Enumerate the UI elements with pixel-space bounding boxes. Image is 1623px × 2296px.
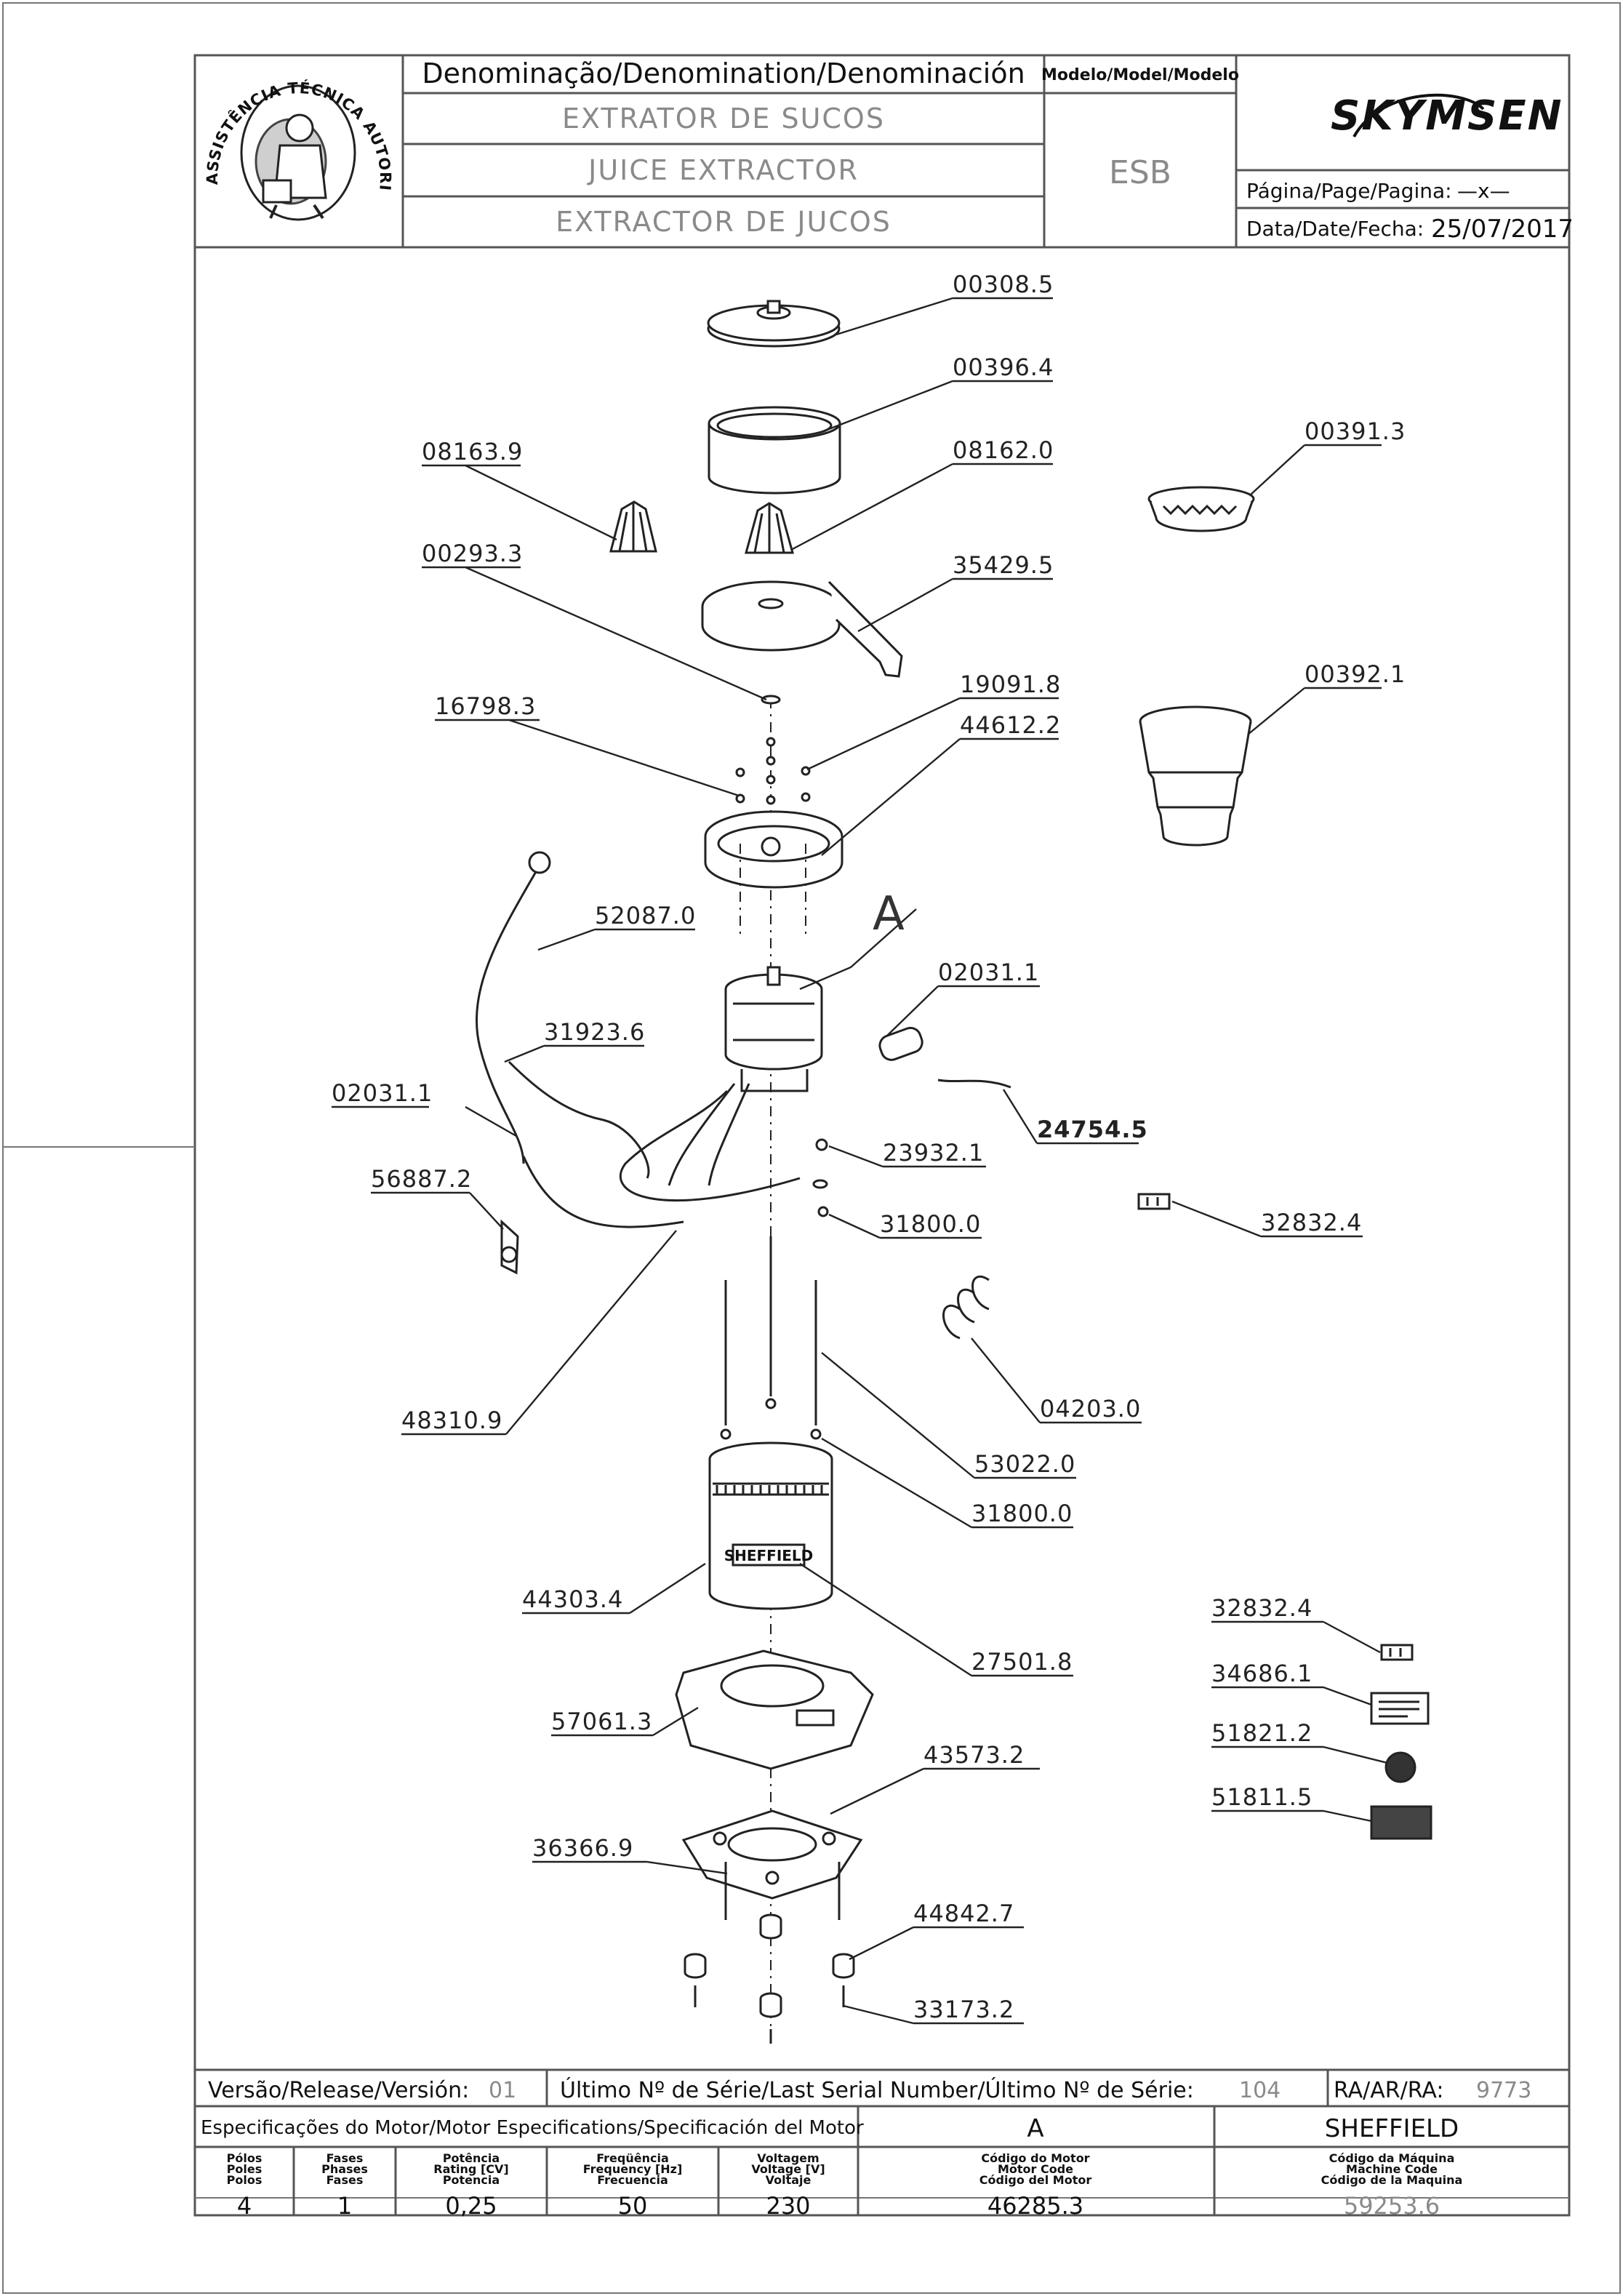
ra-value: 9773 [1476, 2078, 1531, 2103]
page-label: Página/Page/Pagina: [1246, 179, 1452, 203]
name-es: EXTRACTOR DE JUCOS [556, 206, 891, 238]
spec-column-label: Código de la Maquina [1321, 2173, 1463, 2187]
part-label: 24754.5 [1037, 1116, 1148, 1143]
spec-column-value: 4 [237, 2192, 252, 2220]
spec-column-label: Código da Máquina [1329, 2151, 1455, 2165]
part-label: 44303.4 [522, 1585, 623, 1613]
part-label: 23932.1 [883, 1139, 984, 1167]
spec-column-value: 46285.3 [987, 2192, 1083, 2220]
release-label: Versão/Release/Versión: [208, 2078, 469, 2103]
name-en: JUICE EXTRACTOR [587, 154, 859, 186]
part-label: 52087.0 [595, 902, 696, 929]
part-label: 44842.7 [913, 1900, 1014, 1927]
spec-column-label: Fases [326, 2173, 364, 2187]
spec-column-label: Polos [227, 2173, 263, 2187]
part-label: 36366.9 [532, 1834, 633, 1862]
serial-label: Último Nº de Série/Last Serial Number/Úl… [560, 2076, 1194, 2103]
spec-column-value: 0,25 [445, 2192, 497, 2220]
motor-brand: SHEFFIELD [1325, 2114, 1459, 2143]
denomination-header: Denominação/Denomination/Denominación [422, 57, 1025, 89]
skymsen-logo: SKYMSEN [1331, 92, 1563, 140]
part-label: 04203.0 [1040, 1395, 1141, 1423]
part-label: 31800.0 [971, 1500, 1073, 1527]
spec-column-label: Potencia [443, 2173, 500, 2187]
part-label: 43573.2 [923, 1741, 1025, 1769]
spec-column-label: Voltaje [766, 2173, 812, 2187]
spec-column-label: Motor Code [998, 2162, 1073, 2176]
spec-column-label: Potência [443, 2151, 500, 2165]
part-label: 32832.4 [1261, 1209, 1362, 1236]
spec-column-label: Poles [227, 2162, 263, 2176]
spec-column-label: Voltagem [757, 2151, 819, 2165]
part-label: 00293.3 [422, 540, 523, 567]
motor-letter: A [873, 887, 905, 941]
part-label: 19091.8 [960, 671, 1061, 698]
spec-column-label: Frequency [Hz] [583, 2162, 683, 2176]
part-labels: 00308.5 00396.4 08163.9 08162.0 00391.3 … [332, 271, 1406, 2023]
release-value: 01 [489, 2078, 516, 2103]
page-value: —x— [1457, 179, 1510, 203]
part-label: 02031.1 [332, 1079, 433, 1107]
title-block: ASSISTÊNCIA TÉCNICA AUTORIZADA Denominaç… [0, 0, 1574, 249]
spec-column-value: 230 [766, 2192, 810, 2220]
part-label: 32832.4 [1211, 1594, 1313, 1622]
part-label: 57061.3 [551, 1708, 652, 1735]
drawing-frame [193, 54, 1571, 2217]
spec-column-value: 1 [337, 2192, 352, 2220]
name-pt: EXTRATOR DE SUCOS [562, 103, 885, 135]
part-label: 53022.0 [974, 1450, 1075, 1478]
part-label: 51811.5 [1211, 1783, 1313, 1811]
spec-header: Especificações do Motor/Motor Especifica… [201, 2117, 864, 2139]
spec-column-label: Rating [CV] [433, 2162, 508, 2176]
part-label: 00308.5 [953, 271, 1054, 298]
spec-column-label: Freqüência [596, 2151, 669, 2165]
part-label: 00391.3 [1305, 417, 1406, 445]
part-label: 48310.9 [401, 1407, 502, 1434]
model-value: ESB [1109, 154, 1171, 191]
model-header: Modelo/Model/Modelo [1041, 66, 1239, 84]
part-label: 31923.6 [544, 1018, 645, 1046]
assistencia-tecnica-badge: ASSISTÊNCIA TÉCNICA AUTORIZADA [0, 0, 393, 221]
part-label: 51821.2 [1211, 1719, 1313, 1747]
spec-column-value: 50 [618, 2192, 648, 2220]
spec-column-label: Voltage [V] [751, 2162, 825, 2176]
part-label: 02031.1 [938, 959, 1039, 986]
spec-column-label: Fases [326, 2151, 364, 2165]
spec-column-value: 59253.6 [1344, 2192, 1440, 2220]
spec-column-label: Código do Motor [981, 2151, 1089, 2165]
part-label: 08163.9 [422, 438, 523, 465]
part-label: 34686.1 [1211, 1660, 1313, 1687]
date-label: Data/Date/Fecha: [1246, 217, 1424, 241]
motor-type: A [1027, 2114, 1043, 2143]
leader-lines [332, 297, 1388, 2025]
spec-column-label: Frecuencia [597, 2173, 668, 2187]
part-label: 16798.3 [435, 692, 536, 720]
ra-label: RA/AR/RA: [1334, 2078, 1443, 2103]
spec-column-label: Código del Motor [979, 2173, 1092, 2187]
part-label: 00396.4 [953, 353, 1054, 381]
serial-value: 104 [1239, 2078, 1281, 2103]
spec-column-label: Phases [321, 2162, 368, 2176]
spec-column-label: Machine Code [1346, 2162, 1438, 2176]
part-label: 31800.0 [880, 1210, 981, 1238]
date-value: 25/07/2017 [1431, 215, 1574, 244]
spec-column-label: Pólos [227, 2151, 263, 2165]
parts-illustration: SHEFFIELD [476, 300, 1432, 2044]
spec-table: Versão/Release/Versión: 01 Último Nº de … [195, 2068, 1569, 2217]
sheffield-label: SHEFFIELD [724, 1547, 814, 1564]
part-label: 08162.0 [953, 436, 1054, 464]
part-label: 00392.1 [1305, 660, 1406, 688]
part-label: 44612.2 [960, 711, 1061, 739]
part-label: 33173.2 [913, 1996, 1014, 2023]
part-label: 27501.8 [971, 1648, 1073, 1676]
part-label: 56887.2 [371, 1165, 472, 1193]
part-label: 35429.5 [953, 551, 1054, 579]
